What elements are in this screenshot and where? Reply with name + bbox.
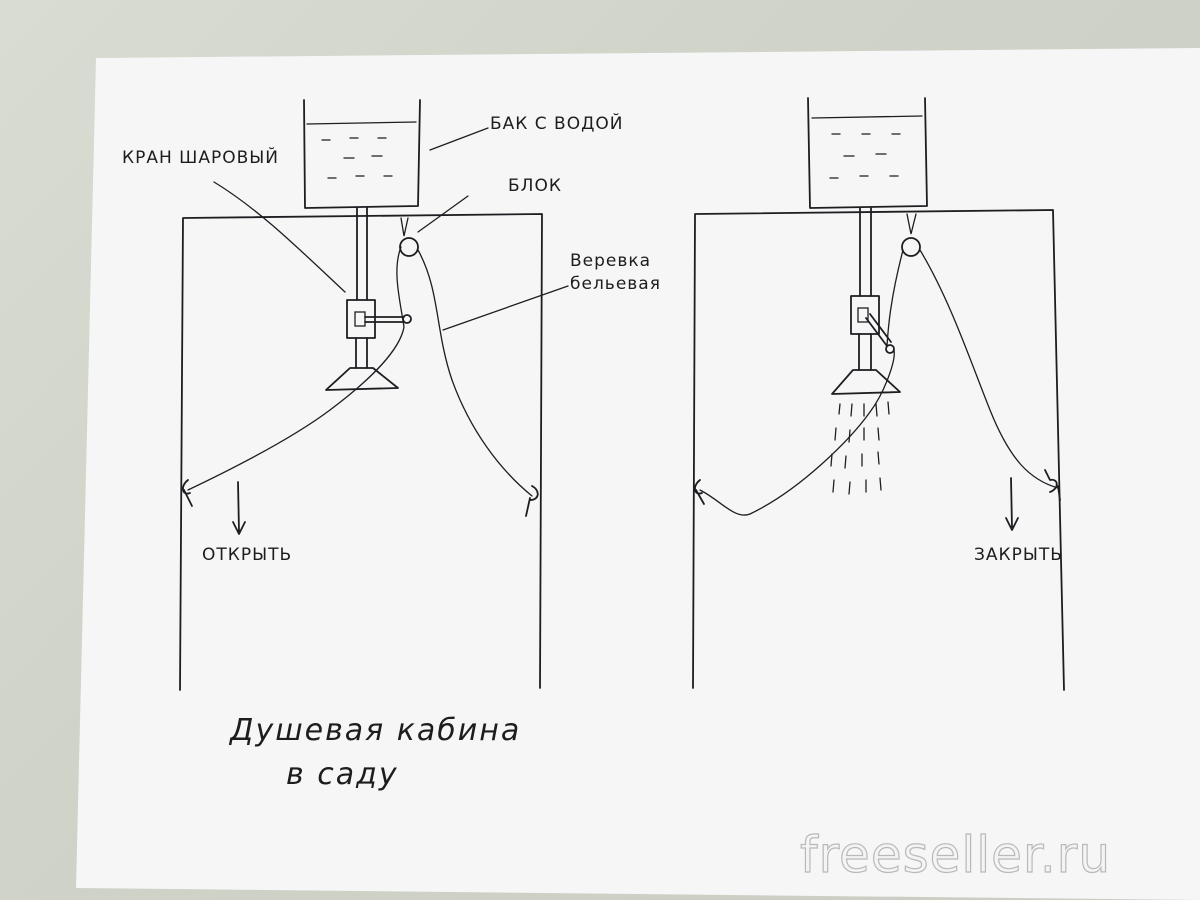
tank-leader-line: [429, 127, 489, 151]
right-valve-handle-end: [885, 344, 895, 354]
left-pulley: [399, 237, 419, 257]
right-rope-right: [919, 249, 1059, 489]
right-rope-bottom: [699, 349, 895, 516]
left-valve-stem: [354, 311, 366, 327]
right-rope: [886, 249, 904, 347]
label-tank: БАК С ВОДОЙ: [490, 112, 623, 134]
left-tank-water-dashes: [321, 137, 393, 179]
left-knot-right: [525, 485, 539, 517]
left-knot-left: [182, 479, 193, 507]
left-shower-head: [325, 367, 399, 391]
right-pipe: [859, 207, 872, 297]
right-shower-head: [831, 369, 901, 395]
valve-leader-line: [213, 181, 346, 293]
pulley-leader-line: [417, 195, 469, 233]
left-rope-right: [417, 249, 533, 497]
right-tank-water-dashes: [829, 133, 901, 179]
right-water-tank: [807, 97, 928, 209]
left-valve-handle: [364, 316, 405, 323]
left-tank-water-surface: [306, 121, 417, 125]
right-pulley: [901, 237, 921, 257]
right-ball-valve: [850, 295, 880, 335]
right-water-spray: [830, 401, 890, 495]
right-knot-left: [694, 479, 705, 505]
right-diagram: [692, 97, 1065, 691]
right-cabin-frame: [692, 209, 1065, 691]
right-pull-arrow: [1005, 477, 1019, 531]
left-water-tank: [303, 99, 421, 209]
label-rope-line1: Веревка: [570, 251, 651, 271]
right-valve-stem: [857, 307, 869, 323]
left-pulley-mount: [400, 217, 409, 237]
title-line2: в саду: [286, 757, 399, 792]
right-tank-water-surface: [811, 115, 923, 119]
label-open: ОТКРЫТЬ: [202, 545, 292, 565]
rope-leader-line: [442, 285, 569, 331]
watermark: freeseller.ru: [800, 826, 1111, 884]
title-line1: Душевая кабина: [228, 713, 521, 748]
left-ball-valve: [346, 299, 376, 339]
left-diagram: [179, 99, 569, 691]
label-close: ЗАКРЫТЬ: [974, 545, 1063, 565]
label-valve: КРАН ШАРОВЫЙ: [122, 146, 279, 168]
right-pipe-lower: [858, 333, 872, 371]
left-rope: [187, 246, 405, 491]
left-pipe: [356, 207, 368, 301]
left-cabin-frame: [179, 213, 543, 691]
label-pulley: БЛОК: [508, 176, 562, 196]
left-pull-arrow: [232, 481, 246, 535]
label-rope-line2: бельевая: [570, 274, 661, 294]
right-knot-right: [1044, 469, 1061, 501]
right-pulley-mount: [906, 213, 917, 235]
left-pipe-lower: [355, 337, 368, 369]
